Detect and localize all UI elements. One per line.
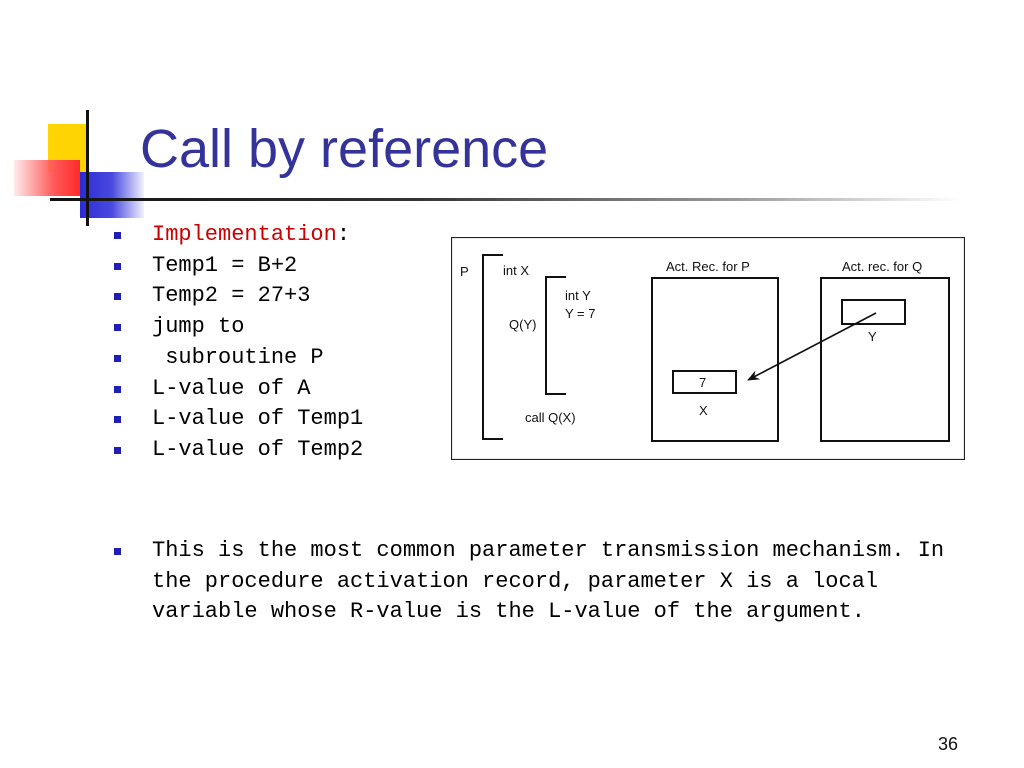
bullet-line: L-value of Temp1 bbox=[112, 404, 363, 435]
decor-blue-square bbox=[80, 172, 144, 218]
proc-q-bracket bbox=[545, 276, 566, 395]
figure-frame bbox=[451, 237, 965, 460]
bullet-square-icon bbox=[114, 416, 121, 424]
decor-vertical-line bbox=[86, 110, 89, 226]
proc-p-label: P bbox=[460, 264, 469, 279]
description-bullet-list: This is the most common parameter transm… bbox=[112, 536, 952, 628]
bullet-square-icon bbox=[114, 293, 121, 301]
y-cell bbox=[841, 299, 906, 325]
bullet-text: Temp1 = B+2 bbox=[152, 252, 298, 278]
act-rec-q-box bbox=[820, 277, 950, 442]
q-y-label: Q(Y) bbox=[509, 317, 536, 332]
bullet-square-icon bbox=[114, 262, 121, 270]
bullet-square-icon bbox=[114, 385, 121, 393]
bullet-text: L-value of Temp2 bbox=[152, 436, 364, 462]
act-rec-p-title: Act. Rec. for P bbox=[666, 259, 750, 274]
description-text: This is the most common parameter transm… bbox=[152, 538, 945, 624]
act-rec-p-box bbox=[651, 277, 779, 442]
implementation-label: Implementation bbox=[152, 222, 337, 247]
description-bullet: This is the most common parameter transm… bbox=[112, 536, 952, 628]
x-value: 7 bbox=[699, 375, 706, 390]
bullet-text: jump to bbox=[152, 314, 245, 340]
bullet-line: subroutine P bbox=[112, 343, 363, 374]
bullet-text: Temp2 = 27+3 bbox=[152, 283, 311, 309]
slide-title: Call by reference bbox=[140, 119, 549, 179]
bullet-text: subroutine P bbox=[152, 344, 324, 370]
x-cell bbox=[672, 370, 737, 394]
bullet-square-icon bbox=[114, 232, 121, 239]
proc-p-bracket bbox=[482, 254, 503, 440]
int-x-label: int X bbox=[503, 263, 529, 278]
decor-red-bar bbox=[14, 160, 80, 196]
call-q-label: call Q(X) bbox=[525, 410, 576, 425]
title-underline bbox=[50, 198, 960, 201]
implementation-colon: : bbox=[336, 222, 351, 247]
y-assign-label: Y = 7 bbox=[565, 306, 595, 321]
bullet-text: L-value of Temp1 bbox=[152, 406, 364, 432]
bullet-line: L-value of A bbox=[112, 374, 363, 405]
int-y-label: int Y bbox=[565, 288, 591, 303]
bullet-text: L-value of A bbox=[152, 375, 311, 401]
act-rec-q-title: Act. rec. for Q bbox=[842, 259, 922, 274]
activation-record-diagram: P int X int Y Y = 7 Q(Y) call Q(X) Act. … bbox=[451, 237, 965, 460]
bullet-square-icon bbox=[114, 446, 121, 454]
bullet-line: jump to bbox=[112, 312, 363, 343]
bullet-line: Temp1 = B+2 bbox=[112, 251, 363, 282]
bullet-line: Temp2 = 27+3 bbox=[112, 281, 363, 312]
y-label: Y bbox=[868, 329, 877, 344]
bullet-square-icon bbox=[114, 324, 121, 332]
bullet-square-icon bbox=[114, 354, 121, 362]
reference-arrow bbox=[747, 312, 877, 381]
code-bullet-list: Implementation: Temp1 = B+2 Temp2 = 27+3… bbox=[112, 220, 363, 466]
bullet-line: L-value of Temp2 bbox=[112, 435, 363, 466]
x-label: X bbox=[699, 403, 708, 418]
bullet-square-icon bbox=[114, 548, 121, 555]
bullet-implementation: Implementation: bbox=[112, 220, 363, 251]
page-number: 36 bbox=[938, 734, 959, 754]
